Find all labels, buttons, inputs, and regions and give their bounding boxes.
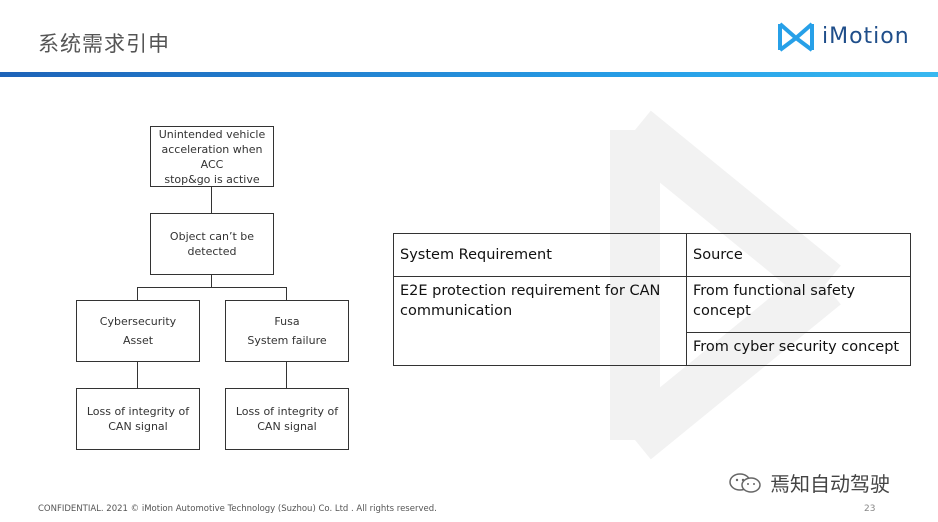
cell-source-1: From functional safety concept [686,276,911,333]
connector-top-mid [211,187,212,213]
requirements-table: System Requirement Source E2E protection… [393,233,911,367]
box-object-not-detected: Object can’t be detected [150,213,274,275]
table-row: E2E protection requirement for CAN commu… [393,276,911,366]
page-number: 23 [864,504,876,514]
box-cybersecurity-asset: Cybersecurity Asset [76,300,200,362]
cell-source-2: From cyber security concept [686,331,911,367]
connector-branch [137,287,287,288]
imotion-logo-icon [778,22,814,52]
box-fusa-system-failure: Fusa System failure [225,300,349,362]
header-cell-source: Source [686,233,911,277]
connector-branch-left [137,287,138,300]
connector-branch-right [286,287,287,300]
cell-requirement: E2E protection requirement for CAN commu… [393,276,687,366]
footer-copyright: CONFIDENTIAL. 2021 © iMotion Automotive … [38,504,437,514]
box-unintended-acceleration: Unintended vehicle acceleration when ACC… [150,126,274,187]
table-row: From cyber security concept [394,331,911,367]
wechat-icon [729,472,761,493]
header-cell-requirement: System Requirement [393,233,687,277]
box-loss-integrity-right: Loss of integrity of CAN signal [225,388,349,450]
connector-left-down [137,362,138,388]
wechat-account-name: 焉知自动驾驶 [770,472,890,496]
page-title: 系统需求引申 [38,32,170,56]
connector-right-down [286,362,287,388]
box-loss-integrity-left: Loss of integrity of CAN signal [76,388,200,450]
table-header-row: System Requirement Source [393,233,911,277]
logo-text: iMotion [822,24,910,49]
wechat-label: 焉知自动驾驶 [728,468,890,497]
header-divider [0,72,938,77]
connector-mid-down [211,275,212,287]
